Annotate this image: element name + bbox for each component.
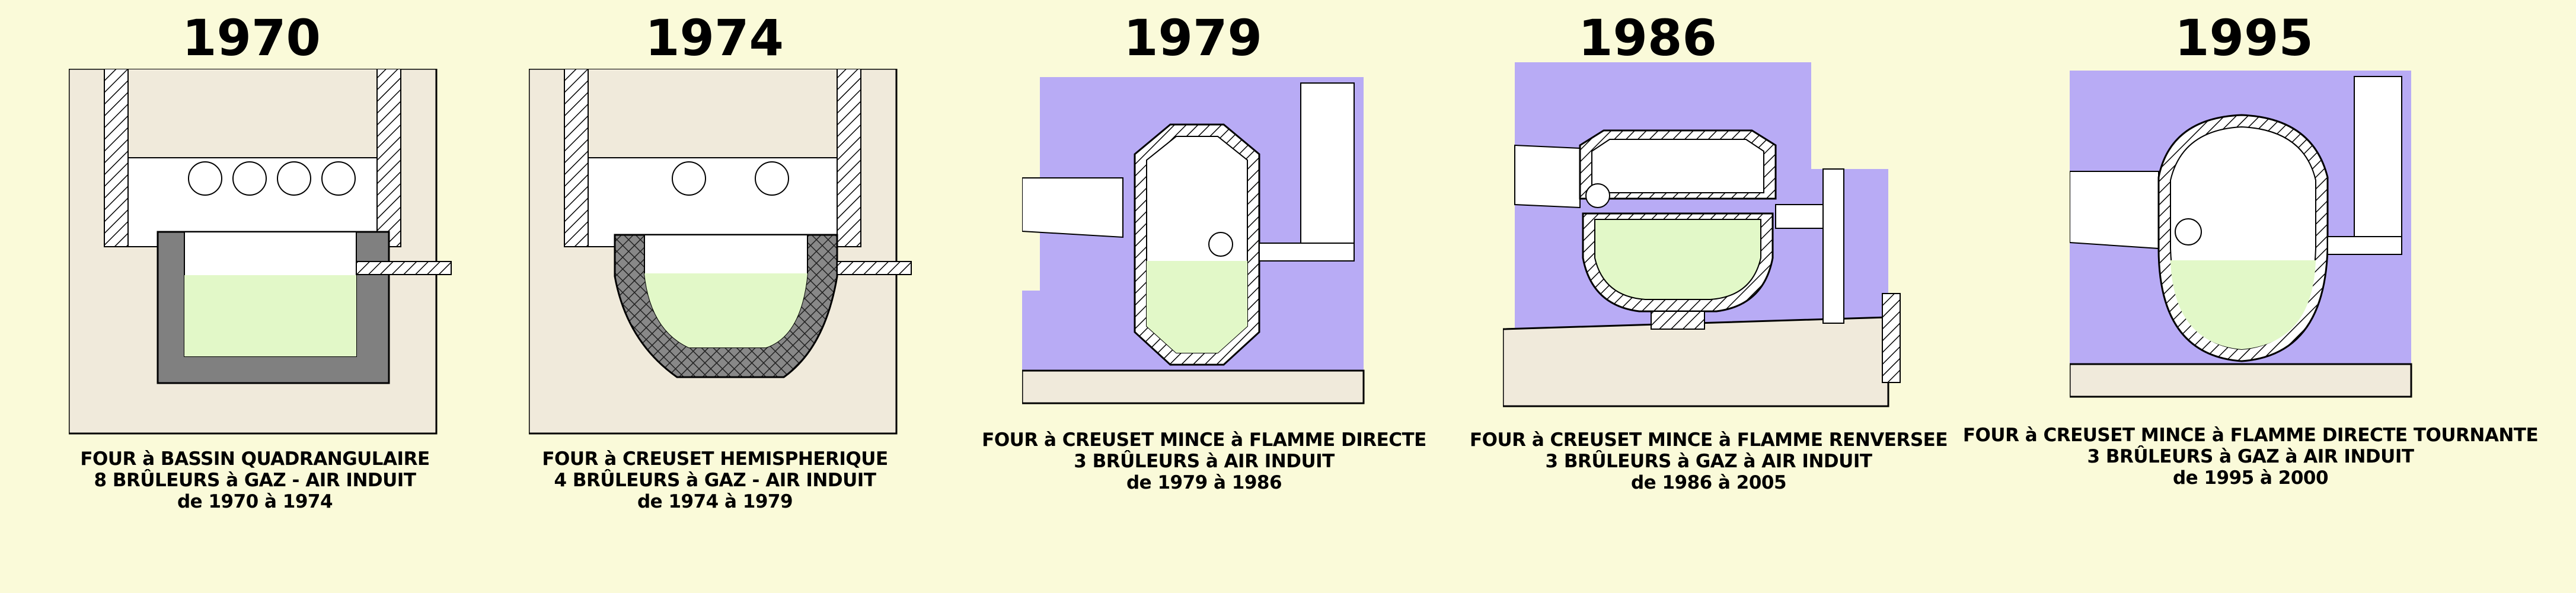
caption-1995: FOUR à CREUSET MINCE à FLAMME DIRECTE TO… <box>1962 425 2539 489</box>
caption-line: 3 BRÛLEURS à GAZ à AIR INDUIT <box>1545 451 1872 472</box>
burner-icon <box>188 161 222 196</box>
caption-1970: FOUR à BASSIN QUADRANGULAIRE 8 BRÛLEURS … <box>80 448 430 512</box>
burner-icon <box>2175 218 2202 246</box>
furnace-diagram-1995 <box>2070 71 2412 398</box>
burner-icon <box>1585 183 1610 208</box>
caption-line: FOUR à BASSIN QUADRANGULAIRE <box>80 448 430 470</box>
caption-line: FOUR à CREUSET MINCE à FLAMME RENVERSEE <box>1469 429 1948 451</box>
furnace-diagram-1979 <box>1022 77 1365 404</box>
caption-line: 4 BRÛLEURS à GAZ - AIR INDUIT <box>554 470 876 491</box>
burner-icon <box>1208 232 1233 257</box>
caption-1986: FOUR à CREUSET MINCE à FLAMME RENVERSEE … <box>1470 429 1948 493</box>
furnace-diagram-1974 <box>529 69 912 435</box>
year-title-1979: 1979 <box>1123 9 1262 67</box>
year-title-1970: 1970 <box>182 9 321 67</box>
year-title-1986: 1986 <box>1578 9 1717 67</box>
caption-line: FOUR à CREUSET HEMISPHERIQUE <box>542 448 888 470</box>
caption-line: de 1979 à 1986 <box>1126 472 1282 493</box>
caption-1974: FOUR à CREUSET HEMISPHERIQUE 4 BRÛLEURS … <box>542 448 888 512</box>
year-title-1995: 1995 <box>2175 9 2313 67</box>
caption-1979: FOUR à CREUSET MINCE à FLAMME DIRECTE 3 … <box>982 429 1426 493</box>
caption-line: de 1986 à 2005 <box>1630 472 1787 493</box>
caption-line: 3 BRÛLEURS à GAZ à AIR INDUIT <box>2087 446 2414 467</box>
caption-line: FOUR à CREUSET MINCE à FLAMME DIRECTE TO… <box>1962 425 2539 446</box>
burner-icon <box>232 161 267 196</box>
caption-line: FOUR à CREUSET MINCE à FLAMME DIRECTE <box>982 429 1426 451</box>
caption-line: de 1995 à 2000 <box>2172 467 2329 489</box>
burner-icon <box>321 161 356 196</box>
caption-line: de 1974 à 1979 <box>637 491 793 512</box>
burner-icon <box>672 161 706 196</box>
caption-line: 3 BRÛLEURS à AIR INDUIT <box>1074 451 1335 472</box>
burner-icon <box>277 161 311 196</box>
year-title-1974: 1974 <box>645 9 784 67</box>
caption-line: 8 BRÛLEURS à GAZ - AIR INDUIT <box>94 470 416 491</box>
caption-line: de 1970 à 1974 <box>177 491 333 512</box>
furnace-diagram-1970 <box>69 69 452 435</box>
burner-icon <box>755 161 789 196</box>
furnace-diagram-1986 <box>1503 62 1901 407</box>
